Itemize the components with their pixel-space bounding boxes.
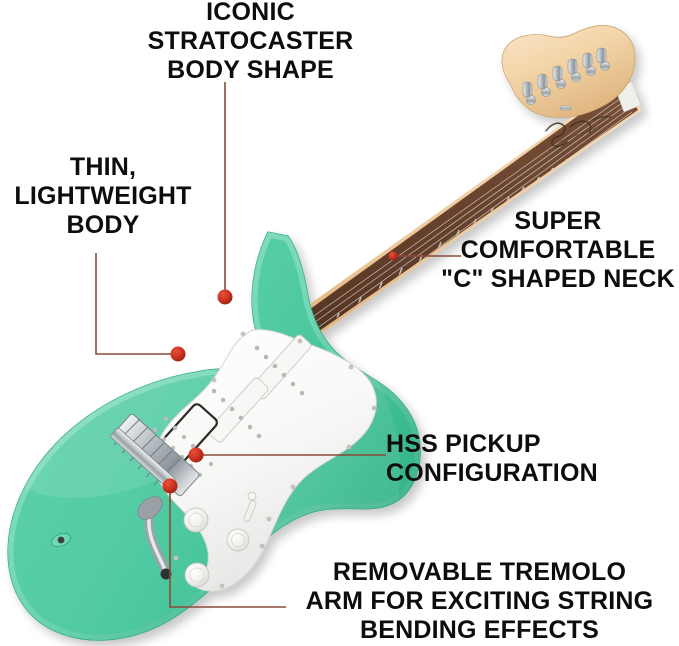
callout-line: REMOVABLE TREMOLO xyxy=(332,558,627,586)
callout-line: BODY SHAPE xyxy=(167,56,334,84)
output-jack xyxy=(51,532,71,548)
callout-line: COMFORTABLE xyxy=(460,236,656,264)
callout-line: BODY xyxy=(66,211,140,239)
callout-line: THIN, xyxy=(69,153,137,181)
callout-dot-tremolo xyxy=(162,478,178,494)
callout-dot-body-shape xyxy=(217,289,233,305)
pickup-selector-switch xyxy=(243,491,257,522)
headstock xyxy=(501,25,636,148)
tuners xyxy=(522,47,610,105)
callout-label-tremolo: REMOVABLE TREMOLO ARM FOR EXCITING STRIN… xyxy=(280,558,679,645)
callout-line: LIGHTWEIGHT xyxy=(14,182,192,210)
tremolo-bridge xyxy=(110,413,200,497)
callout-line: SUPER xyxy=(514,207,602,235)
callout-line: STRATOCASTER xyxy=(147,27,354,55)
knob-tone-2 xyxy=(226,528,250,552)
guitar xyxy=(7,25,642,641)
callout-dot-thin-body xyxy=(170,346,186,362)
callout-dot-hss xyxy=(188,447,204,463)
leader-tremolo xyxy=(169,488,286,608)
callout-label-body-shape: ICONIC STRATOCASTER BODY SHAPE xyxy=(49,0,452,85)
callout-dots xyxy=(162,251,398,494)
brand-logo xyxy=(545,116,612,148)
callout-line: "C" SHAPED NECK xyxy=(441,265,675,293)
tremolo-arm xyxy=(137,496,172,580)
knob-volume xyxy=(183,507,209,533)
callout-leaders xyxy=(95,82,461,608)
callout-label-neck: SUPER COMFORTABLE "C" SHAPED NECK xyxy=(432,207,679,294)
callout-dot-neck xyxy=(388,251,398,261)
callout-line: ARM FOR EXCITING STRING xyxy=(305,587,654,615)
knob-tone-1 xyxy=(184,562,210,588)
control-knobs xyxy=(183,507,250,588)
pickup-middle-single-coil xyxy=(207,377,269,443)
callout-label-thin-body: THIN, LIGHTWEIGHT BODY xyxy=(0,153,242,240)
callout-line: HSS PICKUP xyxy=(386,430,541,458)
leader-thin-body xyxy=(95,253,177,355)
callout-label-hss: HSS PICKUP CONFIGURATION xyxy=(386,430,630,488)
callout-line: CONFIGURATION xyxy=(386,459,598,487)
pickup-neck-single-coil xyxy=(250,334,312,400)
callout-line: BENDING EFFECTS xyxy=(359,616,600,644)
callout-line: ICONIC xyxy=(206,0,295,26)
